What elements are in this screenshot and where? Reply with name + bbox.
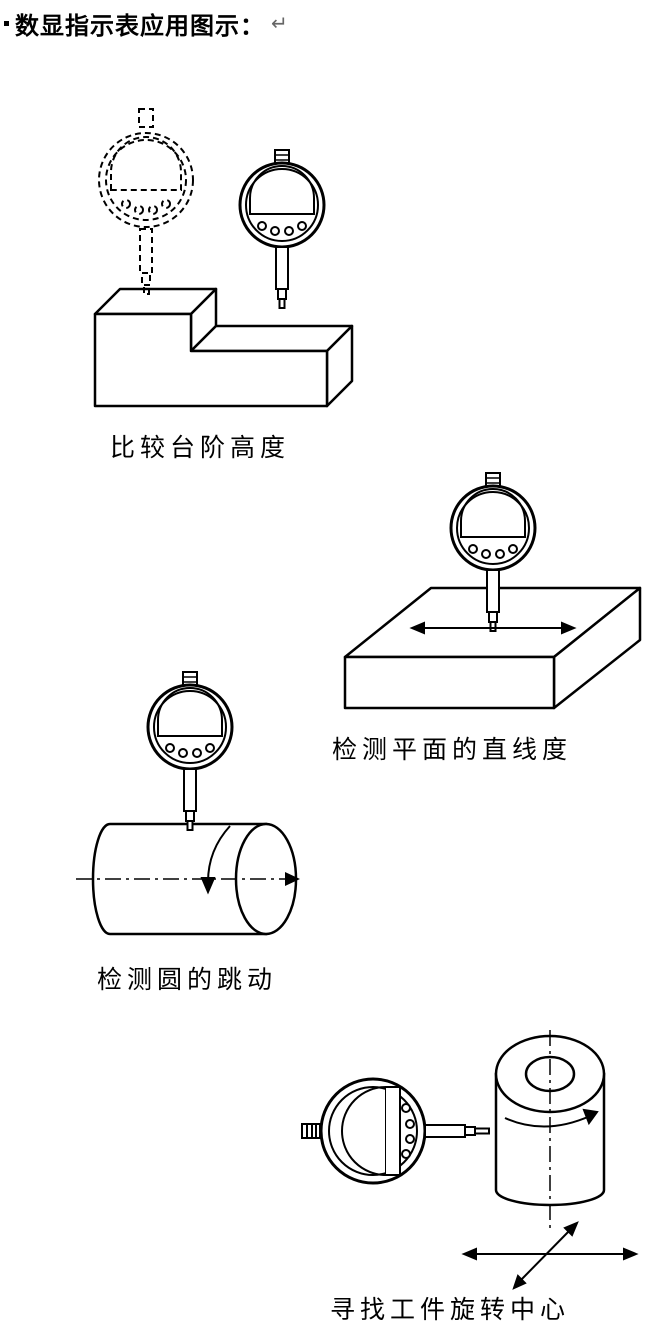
double-arrow-icon — [409, 621, 577, 635]
heading: 数显指示表应用图示： ↵ — [2, 6, 288, 40]
bullet-icon — [4, 20, 9, 26]
dashed-dial-gauge-icon — [98, 108, 194, 295]
paragraph-mark-icon: ↵ — [271, 11, 288, 35]
dial-gauge-icon — [238, 148, 326, 310]
axis-arrow-icon — [285, 872, 300, 886]
step-block — [93, 287, 354, 408]
caption-rotation-center: 寻找工件旋转中心 — [330, 1295, 571, 1324]
page-title: 数显指示表应用图示： — [15, 11, 265, 40]
caption-step-height: 比较台阶高度 — [110, 433, 291, 462]
horizontal-dial-gauge-icon — [301, 1077, 490, 1185]
rotation-arrow-icon — [504, 1108, 599, 1128]
flat-plate — [343, 586, 642, 710]
dial-gauge-icon — [146, 670, 234, 832]
cross-arrows-icon — [461, 1221, 639, 1290]
caption-flatness: 检测平面的直线度 — [332, 735, 573, 764]
rotation-arrow-icon — [200, 825, 231, 895]
caption-runout: 检测圆的跳动 — [97, 965, 278, 994]
